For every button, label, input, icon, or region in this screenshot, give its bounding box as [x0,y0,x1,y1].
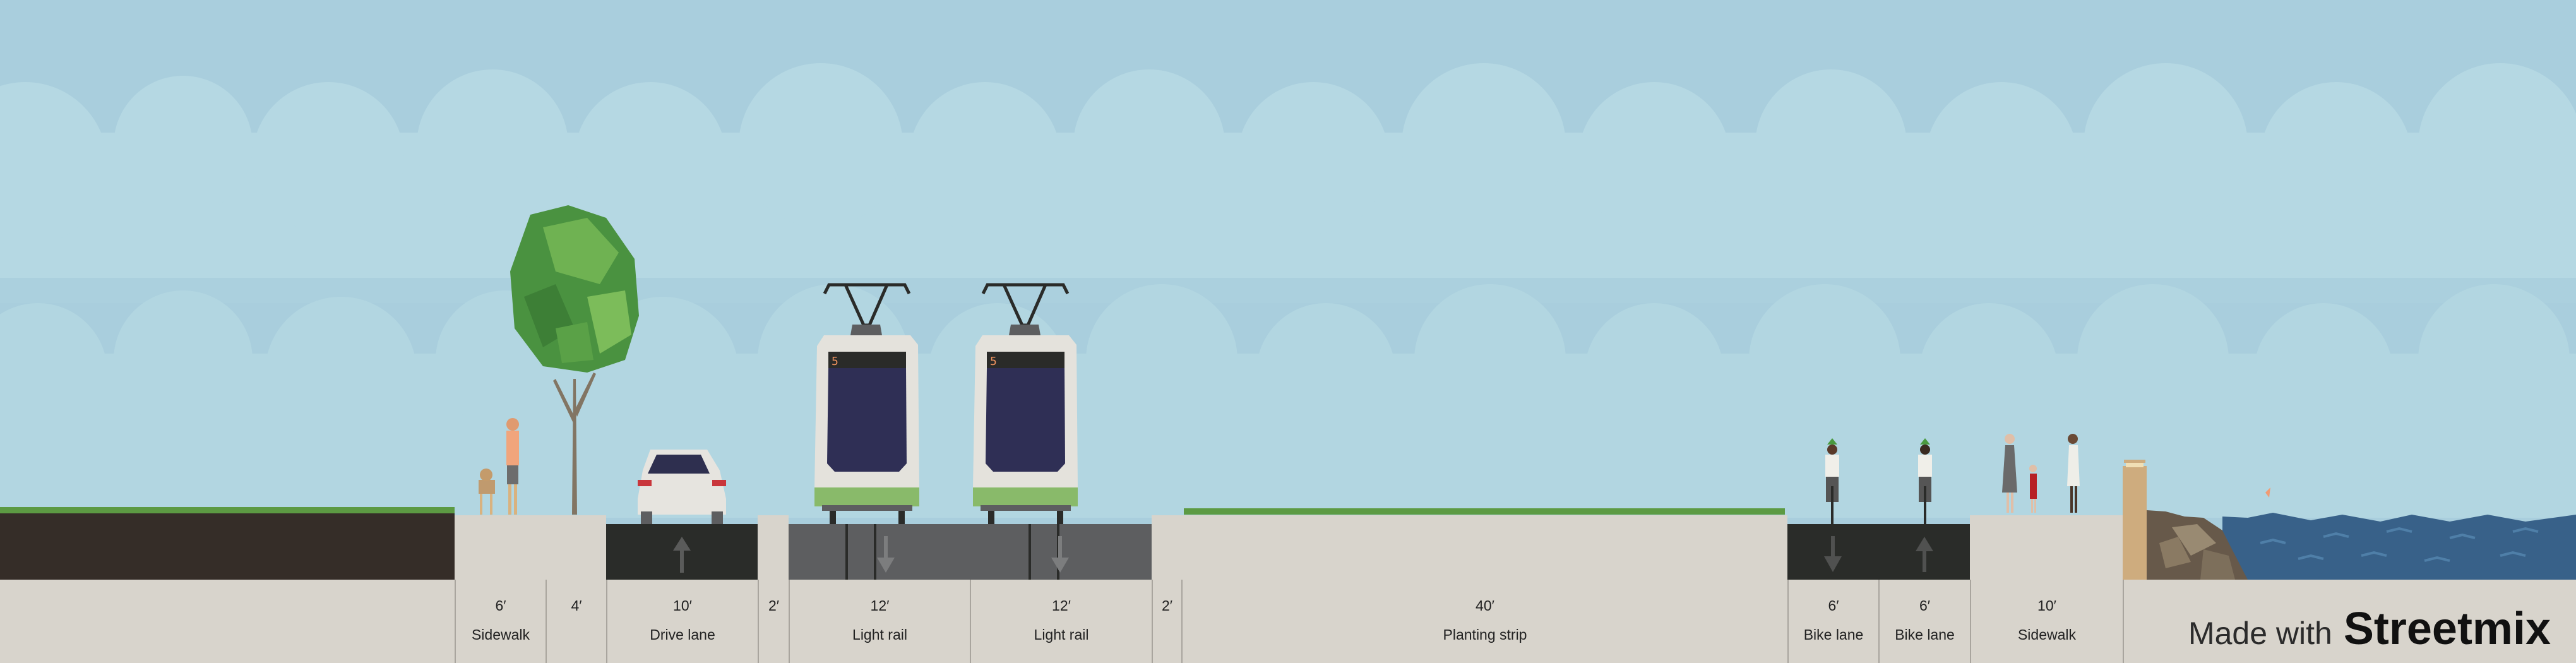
segment-sidewalk-right[interactable]: 10′ Sidewalk [1970,580,2123,663]
segment-sidewalk-left[interactable]: 6′ Sidewalk [455,580,546,663]
clouds-back [0,63,2576,290]
median-2ft-right [1152,515,1181,580]
sidewalk-left-surface [455,515,606,580]
streetmix-logo-text: Streetmix [2343,604,2551,654]
segment-name: Light rail [852,626,907,643]
light-rail-bed [789,524,1152,580]
car-rear [638,450,726,524]
segment-light-rail-2[interactable]: 12′ Light rail [970,580,1152,663]
made-with-text: Made with [2188,616,2332,651]
segment-width: 12′ [870,597,890,614]
segment-bike-lane-1[interactable]: 6′ Bike lane [1787,580,1878,663]
arrow-down-icon [877,536,1069,573]
segment-width: 40′ [1476,597,1494,614]
segment-name: Bike lane [1895,626,1955,643]
median-2ft-left [758,515,789,580]
arrow-up-icon [673,537,691,573]
segment-name: Light rail [1034,626,1089,643]
segment-bike-lane-2[interactable]: 6′ Bike lane [1878,580,1970,663]
segment-drive-lane[interactable]: 10′ Drive lane [606,580,758,663]
segment-name: Sidewalk [2017,626,2077,643]
segment-2ft-right[interactable]: 2′ [1152,580,1181,663]
ground-label-area-right [2123,580,2576,663]
light-rail-tram-2 [973,283,1078,524]
cyclist-1 [1825,438,1839,524]
streetmix-branding[interactable]: Made with Streetmix [2188,603,2551,655]
rock-revetment [2147,510,2248,580]
tree [510,205,639,515]
segment-name: Bike lane [1803,626,1864,643]
segment-name: Planting strip [1443,626,1527,643]
segment-4ft-strip[interactable]: 4′ [546,580,606,663]
left-dirt-ground [0,507,455,580]
tram-2-route-number: 5 [990,355,997,368]
planting-strip-surface [1181,508,1787,580]
segment-width: 6′ [1919,597,1931,614]
pedestrians-family [2002,434,2080,513]
segment-2ft-left[interactable]: 2′ [758,580,789,663]
tram-1-route-number: 5 [832,355,838,368]
ground-label-area-left [0,580,455,663]
segment-width: 4′ [571,597,582,614]
clouds-front [0,284,2576,518]
segment-width: 6′ [1828,597,1839,614]
bike-arrow-up-icon [1916,537,1933,572]
segment-width: 2′ [768,597,780,614]
cyclist-2 [1918,438,1932,524]
segment-width: 6′ [495,597,506,614]
segment-name: Sidewalk [471,626,530,643]
segment-width: 2′ [1161,597,1173,614]
segment-planting-strip[interactable]: 40′ Planting strip [1181,580,1787,663]
sidewalk-right-surface [1970,515,2123,580]
pier-post [2123,460,2147,580]
segment-width: 10′ [2037,597,2056,614]
segment-width: 12′ [1052,597,1071,614]
bike-arrow-down-icon [1824,536,1842,572]
water [2222,513,2576,580]
segment-width: 10′ [673,597,692,614]
segment-light-rail-1[interactable]: 12′ Light rail [789,580,970,663]
seagull [2265,487,2270,498]
light-rail-tram-1 [814,283,919,524]
pedestrian-with-dog [479,418,519,515]
segment-name: Drive lane [650,626,715,643]
bike-lanes-surface [1787,524,1970,580]
